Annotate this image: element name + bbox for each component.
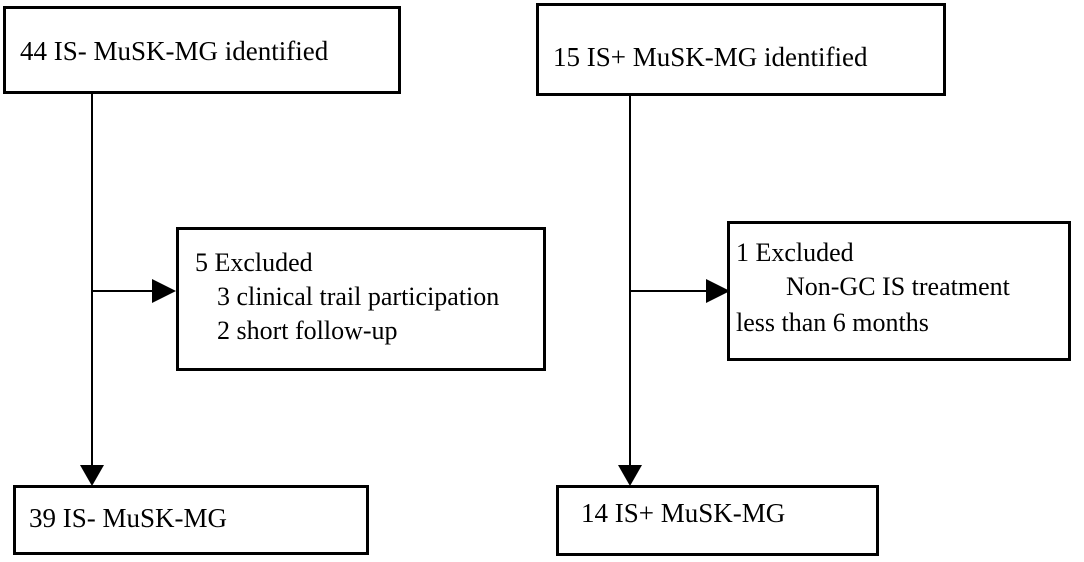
left-bottom-box-label: 39 IS- MuSK-MG: [29, 503, 228, 533]
right-top-box-label: 15 IS+ MuSK-MG identified: [553, 42, 868, 72]
left-bottom-box: 39 IS- MuSK-MG: [13, 485, 369, 555]
right-top-box: 15 IS+ MuSK-MG identified: [536, 3, 946, 96]
right-exclusion-reason-2: less than 6 months: [736, 308, 929, 337]
left-exclusion-reason-2: 2 short follow-up: [217, 316, 398, 345]
right-bottom-box: 14 IS+ MuSK-MG: [556, 485, 879, 556]
right-exclusion-box: 1 Excluded Non-GC IS treatment less than…: [727, 221, 1071, 361]
left-right-arrowhead: [152, 279, 176, 303]
right-bottom-box-label: 14 IS+ MuSK-MG: [581, 498, 786, 528]
right-down-arrowhead: [618, 465, 642, 486]
left-down-arrowhead: [80, 465, 104, 486]
right-exclusion-title: 1 Excluded: [736, 238, 854, 267]
left-exclusion-reason-1: 3 clinical trail participation: [217, 282, 500, 311]
left-top-box-label: 44 IS- MuSK-MG identified: [20, 36, 329, 66]
left-exclusion-box: 5 Excluded 3 clinical trail participatio…: [176, 227, 546, 371]
right-exclusion-reason-1: Non-GC IS treatment: [786, 272, 1010, 301]
left-exclusion-title: 5 Excluded: [195, 248, 313, 277]
left-top-box: 44 IS- MuSK-MG identified: [3, 6, 401, 94]
